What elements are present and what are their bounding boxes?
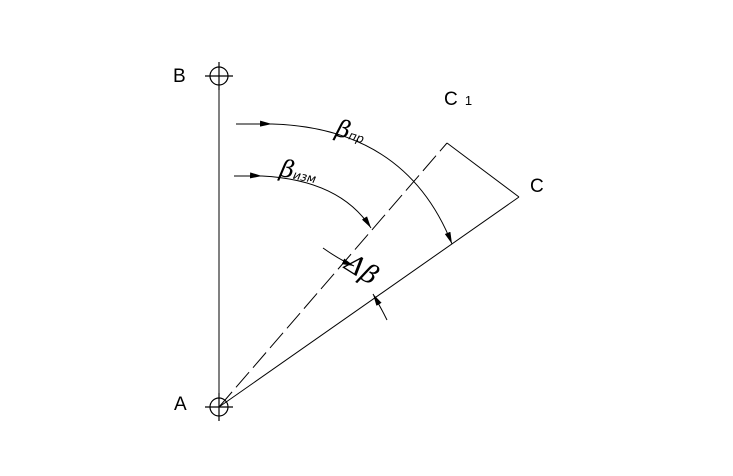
label-beta-measured-subscript: изм xyxy=(291,167,318,187)
arc-beta-measured xyxy=(249,172,372,229)
line-ac1-dashed xyxy=(218,142,448,408)
point-label-a: A xyxy=(174,394,187,415)
station-b-icon xyxy=(205,62,233,90)
point-label-c1: C 1 xyxy=(444,90,472,109)
point-label-c1-letter: C xyxy=(444,89,458,110)
point-label-c: C xyxy=(530,176,544,197)
line-c1-c xyxy=(446,142,520,198)
arc-delta-beta xyxy=(322,247,355,267)
line-ac xyxy=(218,196,520,408)
point-label-c1-index: 1 xyxy=(464,93,473,108)
point-label-b: B xyxy=(173,66,186,87)
arc-beta-design xyxy=(259,120,453,245)
station-a-icon xyxy=(205,393,233,421)
